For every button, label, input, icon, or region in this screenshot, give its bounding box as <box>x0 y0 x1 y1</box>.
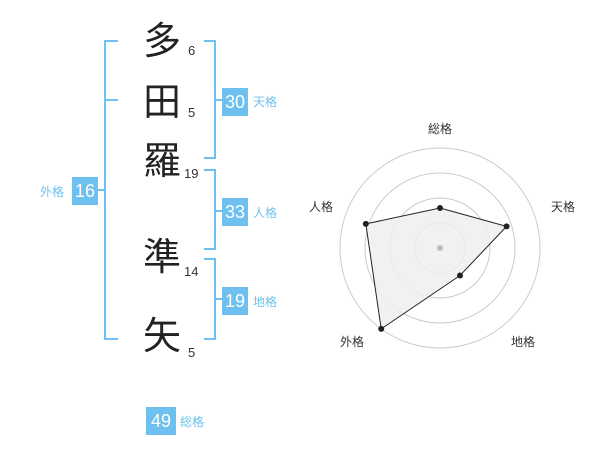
radar-point-5 <box>362 220 369 227</box>
radar-point-4 <box>378 325 385 332</box>
name-char-4: 準 <box>143 235 182 279</box>
soukaku-score: 49 <box>146 407 176 435</box>
radar-axis-label-tenkaku: 天格 <box>551 200 576 214</box>
stroke-count-2: 5 <box>188 105 196 120</box>
tenkaku-label: 天格 <box>253 95 278 109</box>
radar-center-dot <box>437 245 443 251</box>
soukaku-label: 総格 <box>180 415 205 429</box>
radar-chart <box>339 147 541 349</box>
radar-axis-label-jinkaku: 人格 <box>309 200 334 214</box>
jinkaku-label: 人格 <box>253 206 278 220</box>
chikaku-score: 19 <box>222 287 248 315</box>
name-char-3: 羅 <box>143 139 182 183</box>
radar-axis-label-chikaku: 地格 <box>511 335 536 349</box>
chikaku-label: 地格 <box>253 295 278 309</box>
gaikaku-score: 16 <box>72 177 98 205</box>
stroke-count-4: 14 <box>184 264 199 279</box>
radar-series-area <box>365 207 508 330</box>
jinkaku-bracket <box>204 169 222 250</box>
stroke-count-5: 5 <box>188 345 196 360</box>
radar-axis-label-gaikaku: 外格 <box>340 335 365 349</box>
stroke-count-1: 6 <box>188 43 196 58</box>
name-char-1: 多 <box>143 19 182 63</box>
radar-point-1 <box>437 205 443 211</box>
stroke-count-3: 19 <box>184 166 199 181</box>
tenkaku-bracket <box>204 40 222 159</box>
radar-axis-label-soukaku: 総格 <box>428 122 453 136</box>
gaikaku-label: 外格 <box>40 185 65 199</box>
radar-point-3 <box>456 272 463 279</box>
radar-ring <box>339 147 541 349</box>
jinkaku-score: 33 <box>222 198 248 226</box>
radar-point-2 <box>503 223 510 230</box>
radar-ring <box>364 172 516 324</box>
tenkaku-score: 30 <box>222 88 248 116</box>
name-char-2: 田 <box>143 80 182 124</box>
name-char-5: 矢 <box>143 314 182 358</box>
chikaku-bracket <box>204 258 222 340</box>
